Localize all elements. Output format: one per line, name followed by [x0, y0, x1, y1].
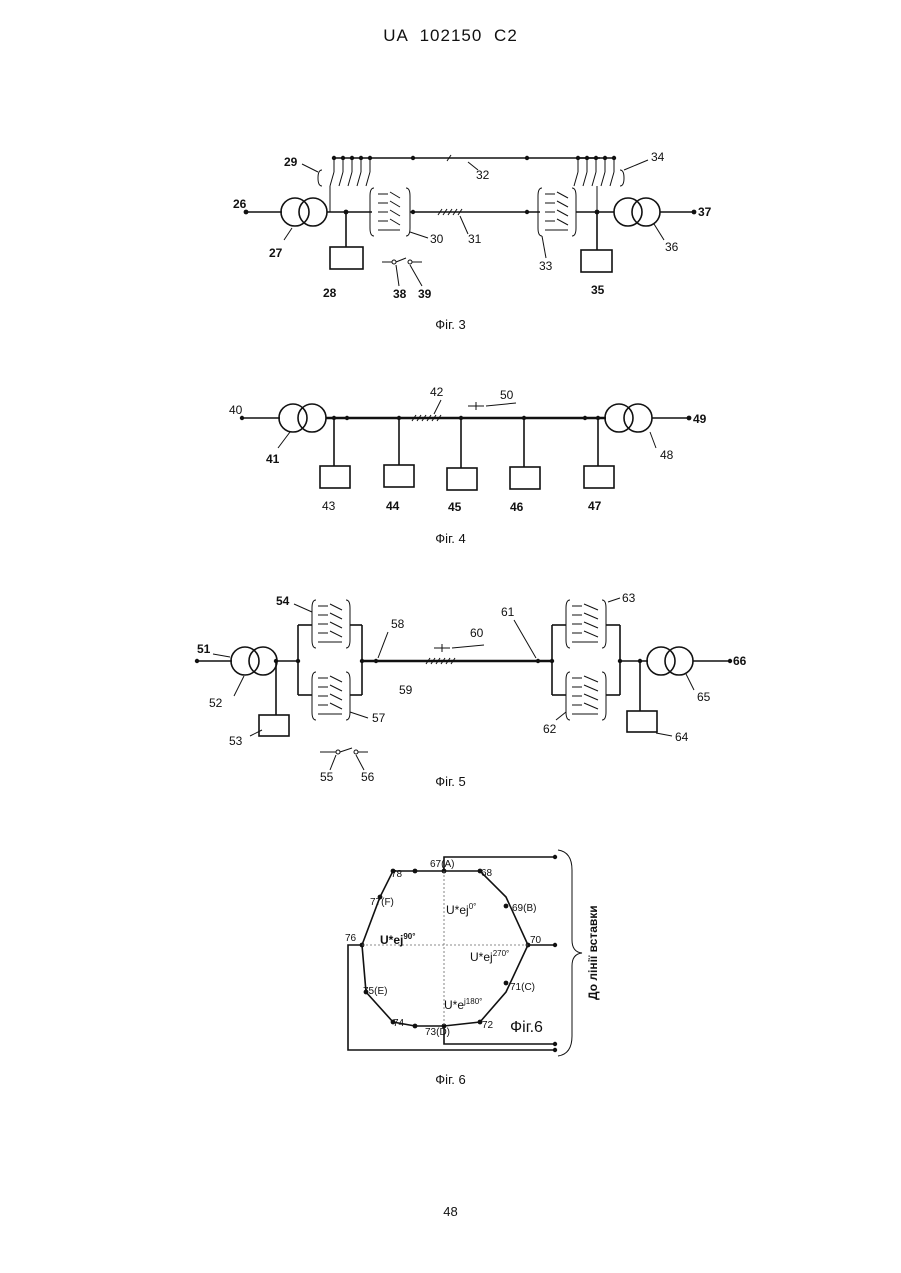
block-28	[330, 247, 363, 269]
label-57: 57	[372, 711, 386, 725]
node-68: 68	[481, 868, 493, 879]
label-28: 28	[323, 286, 337, 300]
block-43	[320, 466, 350, 488]
label-29: 29	[284, 155, 298, 169]
label-59: 59	[399, 683, 413, 697]
label-48: 48	[660, 448, 674, 462]
switch-block-30	[370, 188, 410, 236]
block-46	[510, 467, 540, 489]
label-54: 54	[276, 594, 290, 608]
label-62: 62	[543, 722, 557, 736]
label-37: 37	[698, 205, 712, 219]
block-64	[627, 711, 657, 732]
label-50: 50	[500, 388, 514, 402]
label-43: 43	[322, 499, 336, 513]
phasor-270deg: U*ej270°	[470, 949, 509, 964]
label-42: 42	[430, 385, 444, 399]
label-31: 31	[468, 232, 482, 246]
node-70: 70	[530, 935, 542, 946]
figure-6-inner-title: Фіг.6	[510, 1019, 543, 1036]
node-72: 72	[482, 1020, 494, 1031]
label-34: 34	[651, 150, 665, 164]
figure-4-caption: Фіг. 4	[0, 531, 901, 546]
node-78: 78	[391, 869, 403, 880]
node-67: 67(A)	[430, 859, 454, 870]
label-38: 38	[393, 287, 407, 301]
label-47: 47	[588, 499, 602, 513]
label-40: 40	[229, 403, 243, 417]
label-32: 32	[476, 168, 490, 182]
block-53	[259, 715, 289, 736]
label-45: 45	[448, 500, 462, 514]
label-63: 63	[622, 591, 636, 605]
node-74: 74	[393, 1018, 405, 1029]
label-46: 46	[510, 500, 524, 514]
label-39: 39	[418, 287, 432, 301]
label-30: 30	[430, 232, 444, 246]
switch-block-57	[312, 672, 350, 720]
label-33: 33	[539, 259, 553, 273]
node-75: 75(E)	[363, 986, 387, 997]
page-number: 48	[0, 1204, 901, 1219]
label-65: 65	[697, 690, 711, 704]
label-52: 52	[209, 696, 223, 710]
label-58: 58	[391, 617, 405, 631]
label-26: 26	[233, 197, 247, 211]
switch-block-33	[538, 188, 576, 236]
block-35	[581, 250, 612, 272]
label-66: 66	[733, 654, 747, 668]
label-49: 49	[693, 412, 707, 426]
label-60: 60	[470, 626, 484, 640]
label-27: 27	[269, 246, 283, 260]
node-69: 69(B)	[512, 903, 536, 914]
node-71: 71(C)	[510, 982, 535, 993]
figure-6-caption: Фіг. 6	[0, 1072, 901, 1087]
figure-3-caption: Фіг. 3	[0, 317, 901, 332]
switch-block-62	[566, 672, 606, 720]
figure-5-caption: Фіг. 5	[0, 774, 901, 789]
side-label: До лінії вставки	[586, 905, 600, 1000]
label-35: 35	[591, 283, 605, 297]
phasor-180deg: U*ej180°	[444, 997, 482, 1012]
switch-block-54	[312, 600, 350, 648]
label-53: 53	[229, 734, 243, 748]
label-61: 61	[501, 605, 515, 619]
switch-bank-29	[318, 156, 600, 212]
switch-block-63	[566, 600, 606, 648]
node-76: 76	[345, 933, 357, 944]
node-73: 73(D)	[425, 1027, 450, 1038]
label-36: 36	[665, 240, 679, 254]
label-64: 64	[675, 730, 689, 744]
phasor-0deg: U*ej0°	[446, 902, 476, 917]
block-47	[584, 466, 614, 488]
node-77: 77(F)	[370, 897, 394, 908]
label-41: 41	[266, 452, 280, 466]
block-45	[447, 468, 477, 490]
label-44: 44	[386, 499, 400, 513]
label-51: 51	[197, 642, 211, 656]
block-44	[384, 465, 414, 487]
